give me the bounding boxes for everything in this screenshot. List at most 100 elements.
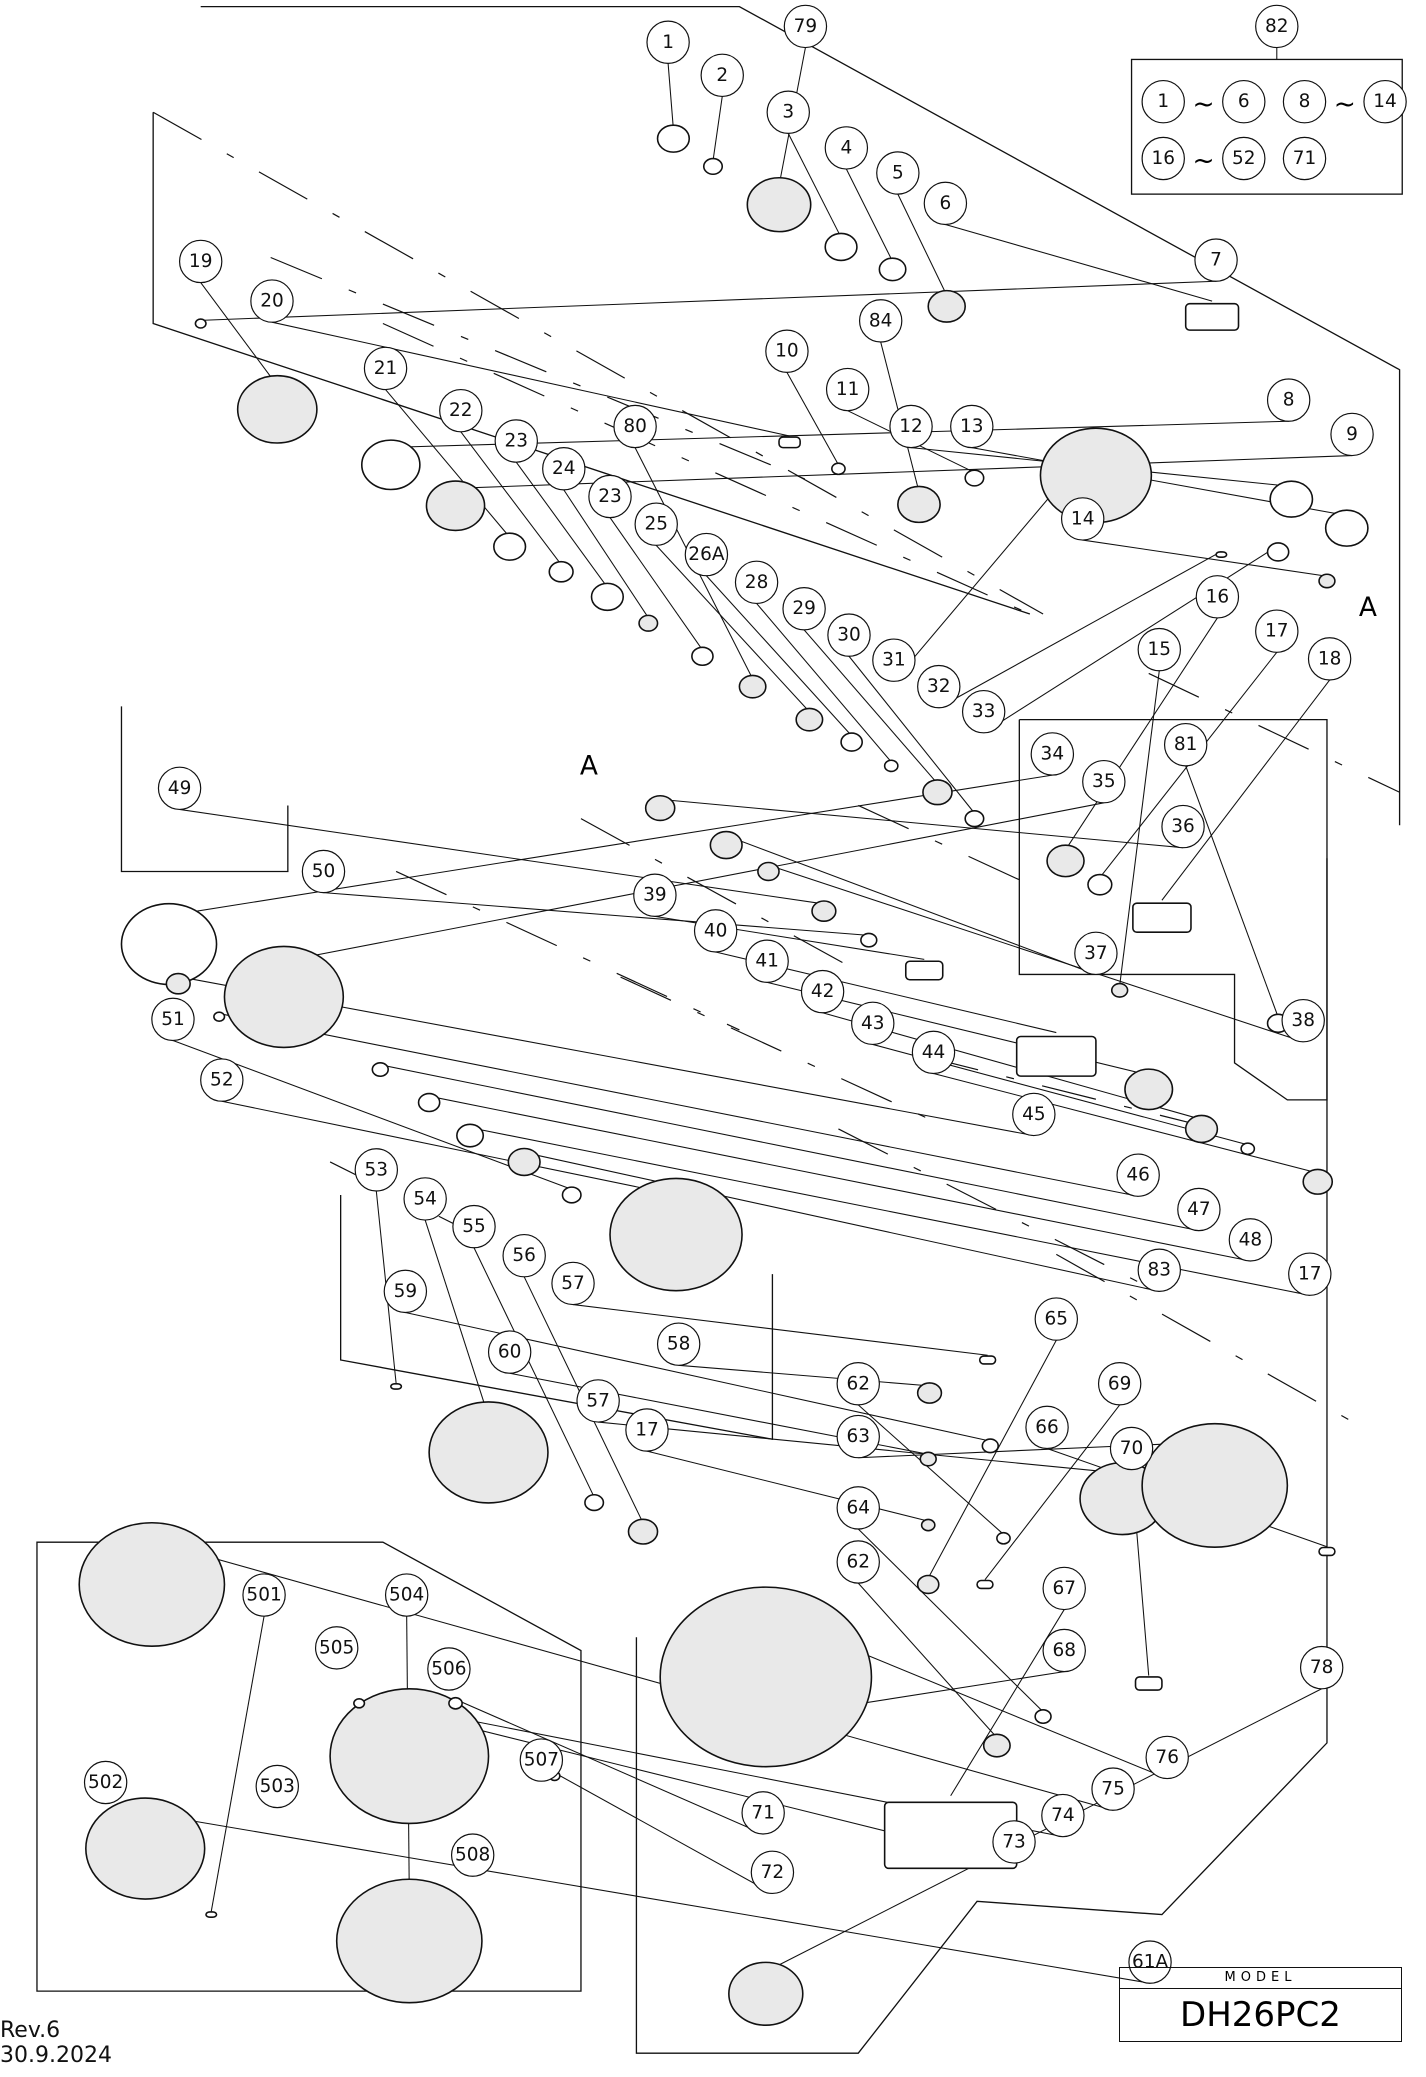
callout: 18: [1307, 637, 1352, 681]
leader-line: [765, 1688, 1322, 1973]
callout: 29: [782, 586, 826, 631]
callout-number: 31: [882, 650, 906, 671]
part-shape: [897, 485, 941, 524]
callout: 50: [301, 849, 346, 894]
set-range-to: 6: [1222, 79, 1266, 124]
callout-number: 13: [960, 416, 984, 437]
callout: 505: [314, 1626, 359, 1670]
part-shape: [1318, 573, 1336, 589]
callout-circle: [255, 1764, 299, 1809]
part-shape: [860, 932, 878, 948]
callout: 57: [576, 1379, 620, 1423]
callout-number: 506: [431, 1658, 466, 1679]
callout-number: 16: [1151, 148, 1175, 169]
callout-circle: [634, 502, 678, 546]
leader-line: [857, 1582, 998, 1738]
callout-number: 14: [1373, 91, 1397, 112]
leader-line: [768, 864, 1304, 1043]
callout: 57: [551, 1261, 595, 1306]
leader-line: [323, 892, 869, 936]
callout: 76: [1145, 1735, 1189, 1780]
leader-line: [200, 282, 278, 386]
part-shape: [78, 1521, 226, 1647]
callout: 507: [519, 1738, 564, 1782]
part-shape: [702, 157, 724, 176]
callout: 503: [255, 1764, 299, 1809]
callout: 5: [876, 151, 920, 195]
leader-line: [455, 455, 1353, 489]
callout: 501: [242, 1573, 286, 1617]
callout-number: 58: [667, 1334, 691, 1355]
leader-line: [1185, 765, 1279, 1018]
set-range-from: 16: [1141, 136, 1185, 181]
callout-circle: [1109, 1426, 1154, 1471]
reference-marks: AA: [580, 592, 1377, 781]
callout-number: 74: [1051, 1805, 1075, 1826]
leader-line: [554, 1772, 773, 1894]
callout-number: 8: [1299, 91, 1311, 112]
callout-number: 57: [561, 1273, 585, 1294]
callout-circle: [1163, 722, 1208, 767]
callout-number: 53: [365, 1159, 389, 1180]
part-shape: [916, 1574, 940, 1595]
callout: 14: [1060, 497, 1105, 541]
callout: 31: [872, 638, 916, 682]
part-shape: [904, 960, 944, 981]
callout-number: 72: [761, 1862, 785, 1883]
leader-line: [983, 545, 1279, 734]
callout-number: 10: [775, 341, 799, 362]
callout: 84: [858, 299, 903, 343]
part-shape: [840, 732, 863, 752]
part-shape: [964, 469, 985, 487]
callout: 83: [1137, 1248, 1182, 1292]
callout-number: 26A: [688, 544, 725, 565]
callout-number: 46: [1126, 1165, 1150, 1186]
callout-circle: [363, 346, 408, 391]
part-shape: [982, 1733, 1011, 1758]
part-shape: [1215, 551, 1228, 559]
leader-line: [390, 420, 1289, 448]
callout: 62: [836, 1362, 880, 1406]
part-shape: [223, 945, 345, 1049]
callout: 3: [766, 90, 810, 134]
callout-circle: [1042, 1628, 1086, 1673]
leader-line: [145, 1812, 1151, 1984]
leader-line: [712, 96, 723, 161]
part-shape: [329, 1687, 490, 1825]
callout-circle: [734, 560, 779, 605]
callout-circle: [1030, 732, 1075, 776]
revision-info: Rev.6 30.9.2024: [0, 2018, 112, 2068]
callout-circle: [923, 181, 968, 226]
part-shape: [978, 1355, 997, 1365]
leader-line: [786, 372, 839, 466]
part-shape: [1184, 1114, 1219, 1144]
callout-circle: [836, 1414, 880, 1459]
callout: 54: [403, 1177, 447, 1221]
leader-line: [933, 1072, 1318, 1174]
callout-number: 65: [1045, 1309, 1069, 1330]
part-shape: [1240, 1142, 1256, 1156]
part-shape: [353, 1698, 366, 1709]
callout: 15: [1137, 627, 1182, 672]
callout-circle: [765, 329, 809, 373]
callout-number: 24: [552, 458, 576, 479]
leader-line: [803, 629, 938, 784]
part-shape: [738, 674, 767, 699]
callout-circle: [851, 1001, 895, 1046]
callout: 39: [633, 873, 677, 917]
callout-circle: [684, 532, 729, 577]
part-shape: [584, 1493, 605, 1512]
callout-circle: [741, 1791, 785, 1835]
part-shape: [1015, 1035, 1097, 1077]
leader-line: [524, 1151, 1160, 1292]
part-shape: [996, 1531, 1011, 1545]
callout-number: 508: [455, 1845, 490, 1866]
part-shape: [507, 1147, 541, 1177]
callout: 55: [452, 1204, 496, 1249]
callout: 6: [923, 181, 968, 226]
leader-line: [848, 655, 975, 814]
callout-circle: [1222, 136, 1266, 181]
callout-number: 52: [1232, 148, 1256, 169]
leader-line: [429, 1095, 1251, 1262]
